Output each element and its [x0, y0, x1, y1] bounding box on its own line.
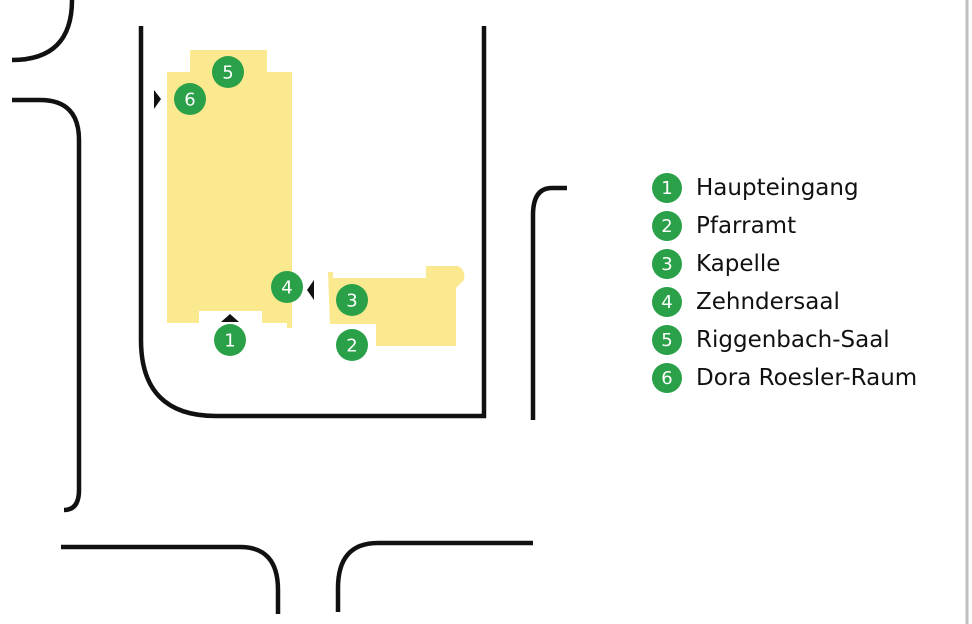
road-left-edge: [12, 97, 82, 513]
map-marker-1[interactable]: 1: [214, 324, 246, 356]
legend-number-badge: 2: [652, 211, 682, 241]
map-marker-5[interactable]: 5: [212, 56, 244, 88]
legend-item[interactable]: 4 Zehndersaal: [652, 283, 962, 321]
road-network: [11, 0, 567, 614]
legend-number-badge: 4: [652, 287, 682, 317]
legend-label: Haupteingang: [696, 175, 859, 201]
entrance-triangle-annex: [307, 280, 314, 300]
location-markers: 1 2 3 4 5 6: [174, 56, 368, 361]
map-marker-6[interactable]: 6: [174, 83, 206, 115]
legend-label: Pfarramt: [696, 213, 797, 239]
road-bottom-right-curve: [335, 540, 533, 612]
map-marker-3[interactable]: 3: [336, 284, 368, 316]
legend-item[interactable]: 1 Haupteingang: [652, 169, 962, 207]
legend-label: Riggenbach-Saal: [696, 327, 890, 353]
map-marker-number: 5: [222, 63, 233, 84]
map-marker-number: 1: [224, 331, 235, 352]
legend-label: Kapelle: [696, 251, 781, 277]
legend-number-badge: 5: [652, 325, 682, 355]
map-marker-4[interactable]: 4: [271, 271, 303, 303]
map-legend: 1 Haupteingang 2 Pfarramt 3 Kapelle 4 Ze…: [652, 169, 962, 397]
map-marker-number: 6: [184, 90, 195, 111]
road-block-outline: [138, 26, 487, 419]
road-right-curve: [530, 185, 567, 420]
map-marker-number: 2: [346, 336, 357, 357]
entrance-markers: [154, 90, 314, 322]
legend-number-badge: 6: [652, 363, 682, 393]
church-main-building: [167, 50, 292, 328]
road-bottom-left-curve: [61, 544, 281, 614]
annex-building: [328, 266, 465, 346]
entrance-triangle-west: [154, 90, 161, 109]
entrance-triangle-main: [221, 314, 239, 322]
legend-number-badge: 3: [652, 249, 682, 279]
legend-number-badge: 1: [652, 173, 682, 203]
legend-item[interactable]: 2 Pfarramt: [652, 207, 962, 245]
legend-label: Dora Roesler-Raum: [696, 365, 918, 391]
map-marker-2[interactable]: 2: [336, 329, 368, 361]
legend-item[interactable]: 3 Kapelle: [652, 245, 962, 283]
legend-item[interactable]: 6 Dora Roesler-Raum: [652, 359, 962, 397]
road-top-left-curve: [11, 0, 75, 63]
map-marker-number: 4: [281, 278, 292, 299]
map-marker-number: 3: [346, 291, 357, 312]
legend-item[interactable]: 5 Riggenbach-Saal: [652, 321, 962, 359]
legend-label: Zehndersaal: [696, 289, 840, 315]
